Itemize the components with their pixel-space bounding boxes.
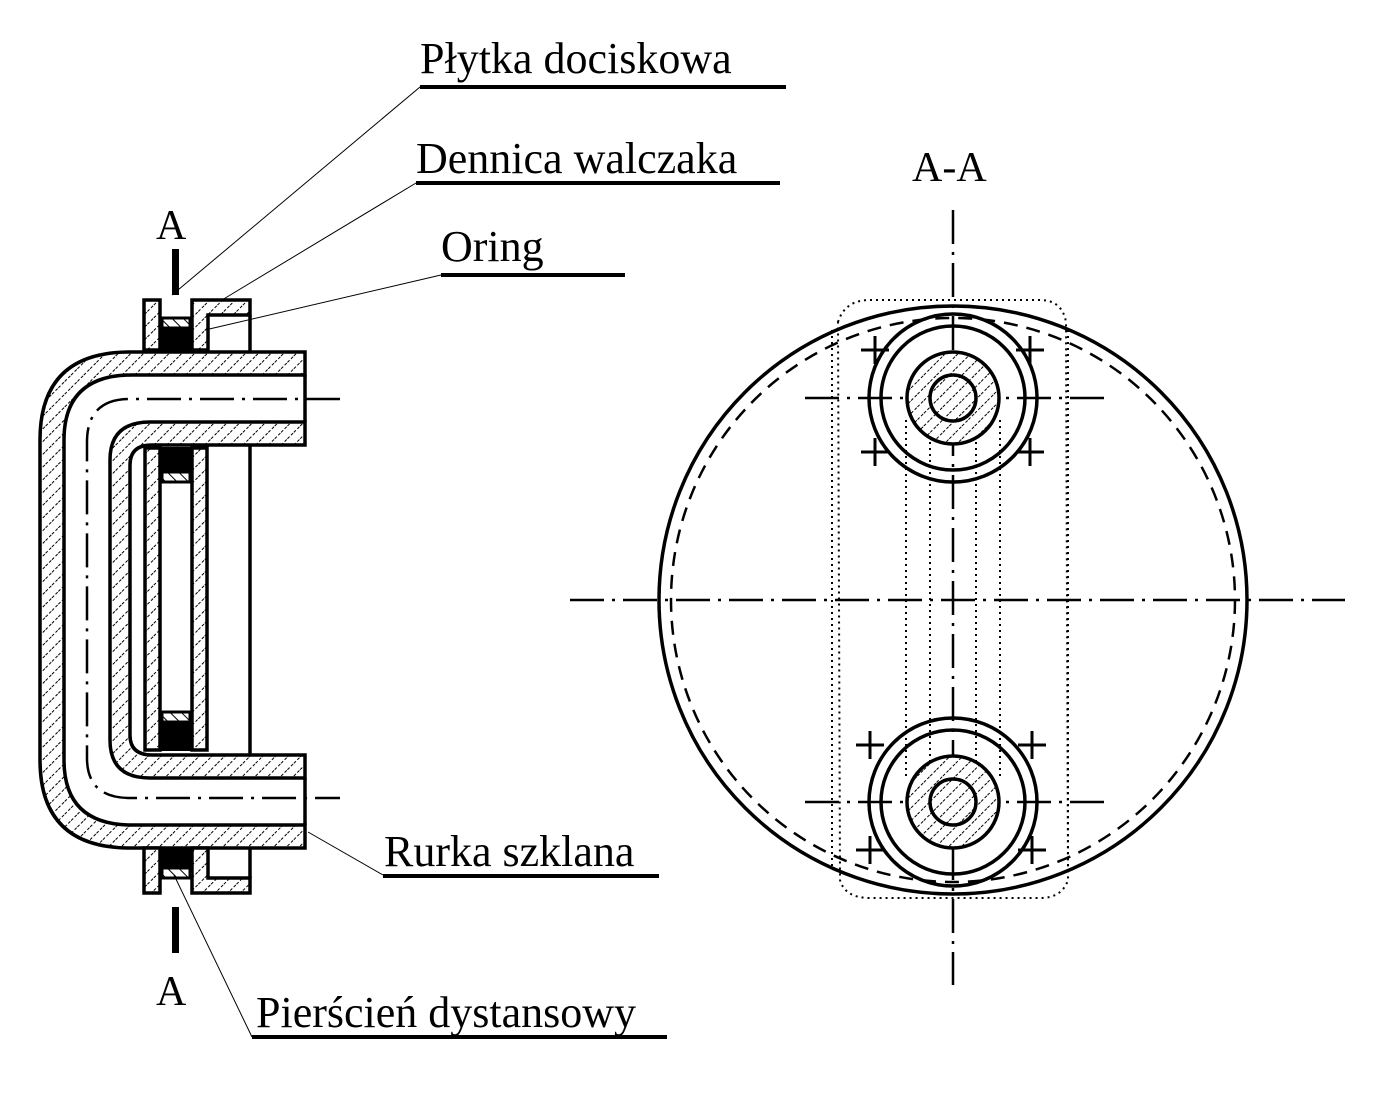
bottom-tube-port bbox=[867, 716, 1039, 888]
tube-centerline bbox=[85, 397, 340, 800]
bolt-markers bbox=[856, 336, 1046, 864]
top-tube-port bbox=[867, 312, 1039, 484]
glass-tube-outer-wall bbox=[38, 350, 307, 850]
drum-head-bottom bbox=[190, 846, 252, 895]
label-oring: Oring bbox=[441, 222, 544, 271]
section-marker-top: A bbox=[156, 203, 187, 249]
oring-inner-bottom bbox=[161, 721, 191, 751]
leader-oring bbox=[204, 274, 442, 331]
oring-top bbox=[161, 327, 191, 351]
pressure-plate-inner bbox=[143, 446, 162, 752]
section-view-aa: A-A bbox=[570, 145, 1345, 985]
drum-head-top bbox=[190, 298, 252, 352]
pressure-plate-top bbox=[142, 298, 162, 352]
spacer-ring-bottom bbox=[160, 866, 192, 880]
label-plytka-dociskowa: Płytka dociskowa bbox=[420, 34, 732, 83]
leader-pierscien bbox=[173, 874, 253, 1038]
spacer-ring-top bbox=[160, 316, 192, 330]
label-rurka-szklana: Rurka szklana bbox=[384, 827, 634, 876]
oring-inner-top bbox=[161, 447, 191, 473]
leader-dennica bbox=[221, 182, 417, 301]
leader-plytka bbox=[171, 86, 421, 296]
section-marker-bottom: A bbox=[156, 969, 187, 1015]
spacer-ring-inner-top bbox=[160, 470, 192, 484]
spacer-ring-inner-bottom bbox=[160, 710, 192, 724]
drum-head-inner bbox=[190, 446, 209, 752]
section-marker-line-top bbox=[172, 249, 179, 295]
label-dennica-walczaka: Dennica walczaka bbox=[416, 134, 737, 183]
label-pierscien-dystansowy: Pierścień dystansowy bbox=[256, 988, 636, 1037]
side-section-view: A A Płytka dociskowa Dennica walczaka Or… bbox=[38, 34, 786, 1039]
pressure-plate-bottom bbox=[142, 846, 162, 895]
section-marker-line-bottom bbox=[172, 907, 179, 953]
leader-rurka bbox=[307, 831, 384, 876]
oring-bottom bbox=[161, 847, 191, 869]
section-view-title: A-A bbox=[912, 145, 987, 191]
plate-outline-hidden bbox=[836, 299, 1070, 899]
